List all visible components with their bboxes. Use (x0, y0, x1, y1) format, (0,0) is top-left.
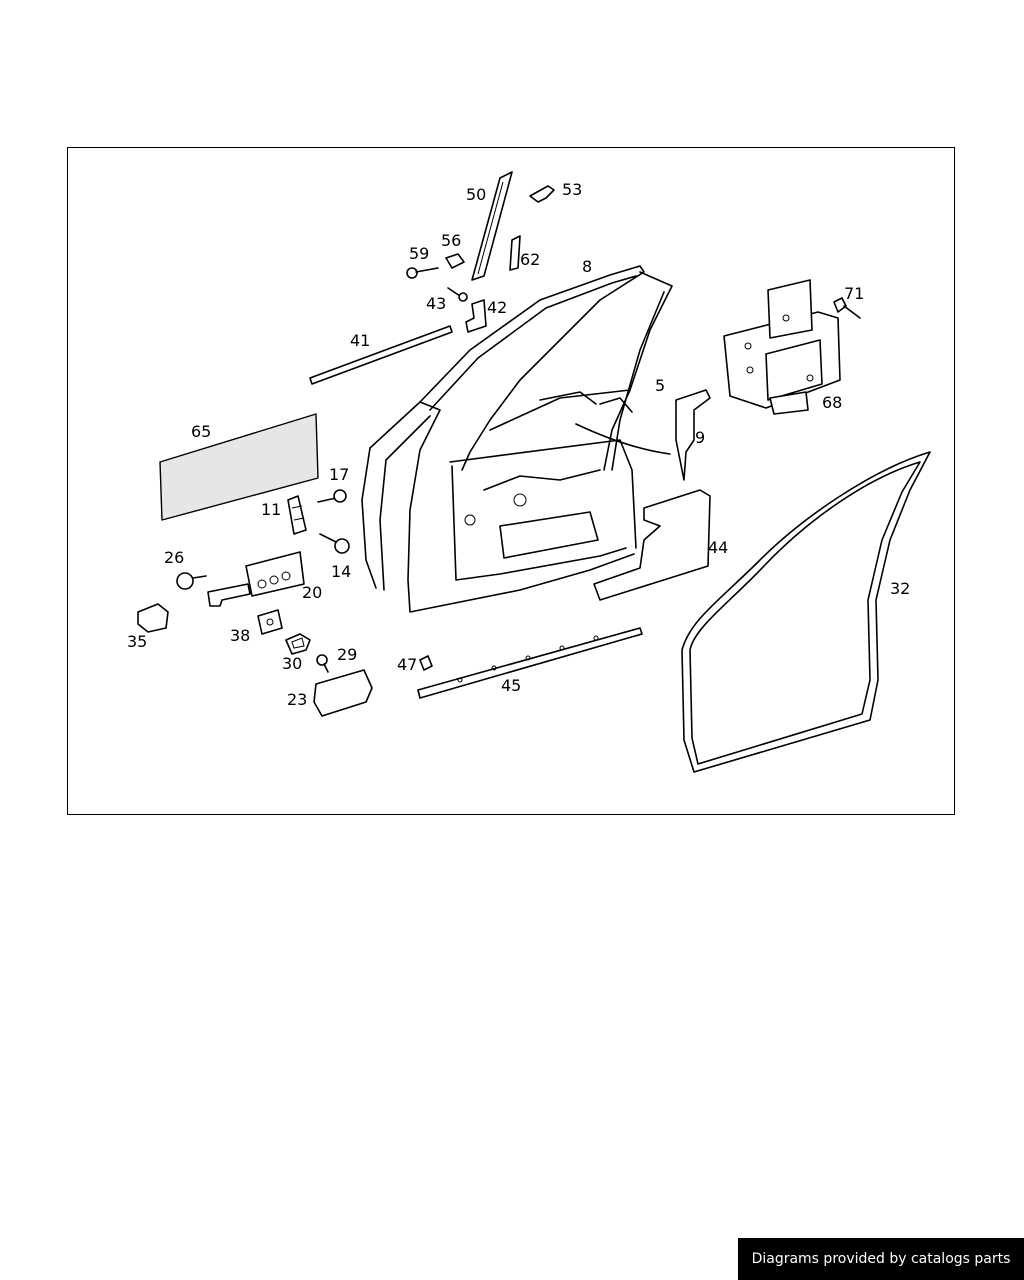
callout-44: 44 (708, 538, 728, 557)
callout-23: 23 (287, 690, 307, 709)
part-56-clip (445, 253, 465, 269)
callout-11: 11 (261, 500, 281, 519)
leader-line-5 (575, 423, 671, 455)
callout-42: 42 (487, 298, 507, 317)
part-53-bracket (529, 185, 555, 203)
callout-17: 17 (329, 465, 349, 484)
callout-56: 56 (441, 231, 461, 250)
part-30-seal-ring (285, 633, 311, 655)
part-42-bracket (465, 299, 487, 333)
callout-9: 9 (695, 428, 705, 447)
part-32-door-seal (681, 451, 931, 773)
callout-30: 30 (282, 654, 302, 673)
part-26-bolt (176, 572, 207, 590)
part-41-belt-moulding (309, 325, 453, 385)
callout-50: 50 (466, 185, 486, 204)
part-17-bolt (317, 489, 347, 503)
part-65-barrier-sheet (159, 413, 319, 521)
part-62-clip (509, 235, 521, 271)
callout-labels: 50 53 56 59 62 8 43 42 41 71 5 68 9 65 1… (127, 180, 910, 709)
part-44-trim-piece (593, 489, 711, 601)
part-29-screw (316, 654, 329, 673)
part-14-bolt (319, 533, 350, 554)
callout-62: 62 (520, 250, 540, 269)
callout-32: 32 (890, 579, 910, 598)
credit-banner: Diagrams provided by catalogs parts (738, 1238, 1024, 1280)
part-9-bracket (675, 389, 711, 481)
callout-35: 35 (127, 632, 147, 651)
part-45-sill-strip (417, 627, 643, 699)
part-38-clip (257, 609, 283, 635)
callout-68: 68 (822, 393, 842, 412)
part-11-hinge (287, 495, 307, 535)
callout-65: 65 (191, 422, 211, 441)
part-23-cap (313, 669, 373, 717)
callout-71: 71 (844, 284, 864, 303)
callout-20: 20 (302, 583, 322, 602)
part-43-pin (447, 287, 468, 302)
callout-47: 47 (397, 655, 417, 674)
part-20-door-check (207, 551, 305, 607)
part-35-grommet (137, 603, 169, 633)
callout-53: 53 (562, 180, 582, 199)
callout-29: 29 (337, 645, 357, 664)
callout-59: 59 (409, 244, 429, 263)
part-47-clip (419, 655, 433, 671)
callout-45: 45 (501, 676, 521, 695)
callout-43: 43 (426, 294, 446, 313)
callout-5: 5 (655, 376, 665, 395)
part-71-bolt (833, 297, 861, 319)
part-68-control-module (723, 279, 841, 415)
callout-8: 8 (582, 257, 592, 276)
callout-14: 14 (331, 562, 351, 581)
callout-26: 26 (164, 548, 184, 567)
part-50-window-channel (471, 171, 513, 281)
callout-41: 41 (350, 331, 370, 350)
callout-38: 38 (230, 626, 250, 645)
part-59-screw (406, 267, 439, 279)
part-8-door-shell (361, 265, 673, 613)
